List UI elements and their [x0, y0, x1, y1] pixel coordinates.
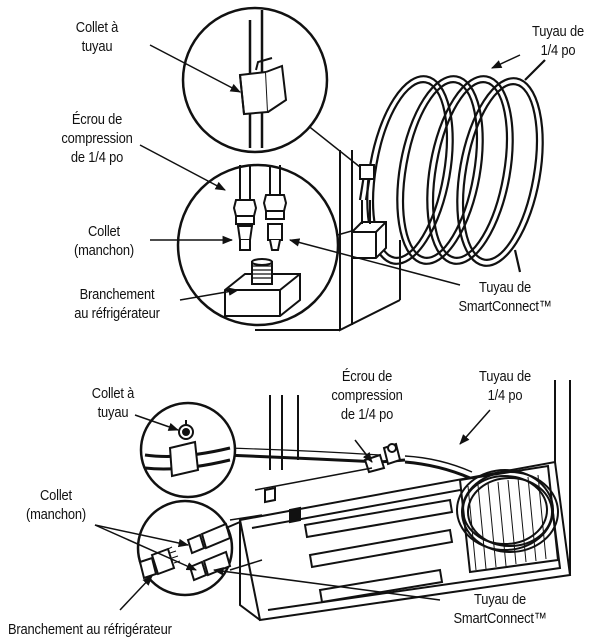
label-line: de 1/4 po — [340, 406, 394, 423]
top-illustration — [139, 6, 546, 332]
label-line: 1/4 po — [487, 387, 523, 404]
magnifier-fittings-bottom — [136, 499, 241, 597]
label-line: Collet à — [75, 19, 119, 36]
label-bottom-ecrou: Écrou de compression de 1/4 po — [328, 367, 405, 424]
label-line: 1/4 po — [540, 42, 576, 59]
tube-clamp-small — [359, 164, 375, 180]
bottom-zoom-lines — [229, 514, 263, 571]
label-line: Collet — [40, 487, 72, 504]
label-line: au réfrigérateur — [74, 305, 160, 322]
label-line: Tuyau de — [532, 23, 584, 40]
magnifier-tube-clip-bottom — [139, 401, 237, 499]
label-bottom-collet-tuyau: Collet à tuyau — [83, 384, 143, 422]
label-line: tuyau — [81, 38, 113, 55]
magnifier-fittings-top — [176, 163, 340, 327]
label-top-ecrou: Écrou de compression de 1/4 po — [58, 110, 135, 167]
label-line: Branchement — [79, 286, 155, 303]
label-line: compression — [61, 130, 133, 147]
label-line: (manchon) — [25, 506, 87, 523]
label-bottom-smartconnect: Tuyau de SmartConnect™ — [453, 590, 548, 628]
magnifier-tube-clip-top — [181, 6, 329, 154]
bottom-leader-arrows — [94, 409, 491, 611]
label-line: tuyau — [97, 404, 129, 421]
tube-clamp-bottom — [382, 442, 402, 466]
label-bottom-branchement: Branchement au réfrigérateur — [8, 620, 172, 639]
label-line: Tuyau de — [479, 368, 531, 385]
label-line: SmartConnect™ — [458, 298, 552, 315]
label-line: de 1/4 po — [70, 149, 124, 166]
label-line: (manchon) — [73, 242, 135, 259]
label-bottom-collet-manchon: Collet (manchon) — [22, 486, 91, 524]
label-line: Collet à — [91, 385, 135, 402]
bottom-illustration — [94, 380, 572, 622]
label-line: Tuyau de — [479, 279, 531, 296]
coiled-tubing-bottom — [404, 455, 559, 553]
label-line: SmartConnect™ — [453, 610, 547, 627]
label-line: Collet — [88, 223, 120, 240]
top-leader-arrows — [139, 44, 521, 301]
label-top-tuyau-quart: Tuyau de 1/4 po — [528, 22, 588, 60]
label-line: Écrou de — [71, 111, 123, 128]
label-top-branchement: Branchement au réfrigérateur — [61, 285, 173, 323]
coiled-tubing-top — [358, 59, 546, 273]
label-bottom-tuyau-quart: Tuyau de 1/4 po — [475, 367, 535, 405]
label-line: Branchement au réfrigérateur — [8, 621, 172, 638]
label-top-collet-manchon: Collet (manchon) — [70, 222, 139, 260]
label-line: Écrou de — [341, 368, 393, 385]
label-top-collet-tuyau: Collet à tuyau — [67, 18, 127, 56]
label-line: Tuyau de — [474, 591, 526, 608]
connector-block-top — [351, 200, 387, 259]
label-line: compression — [331, 387, 403, 404]
label-top-smartconnect: Tuyau de SmartConnect™ — [458, 278, 553, 316]
